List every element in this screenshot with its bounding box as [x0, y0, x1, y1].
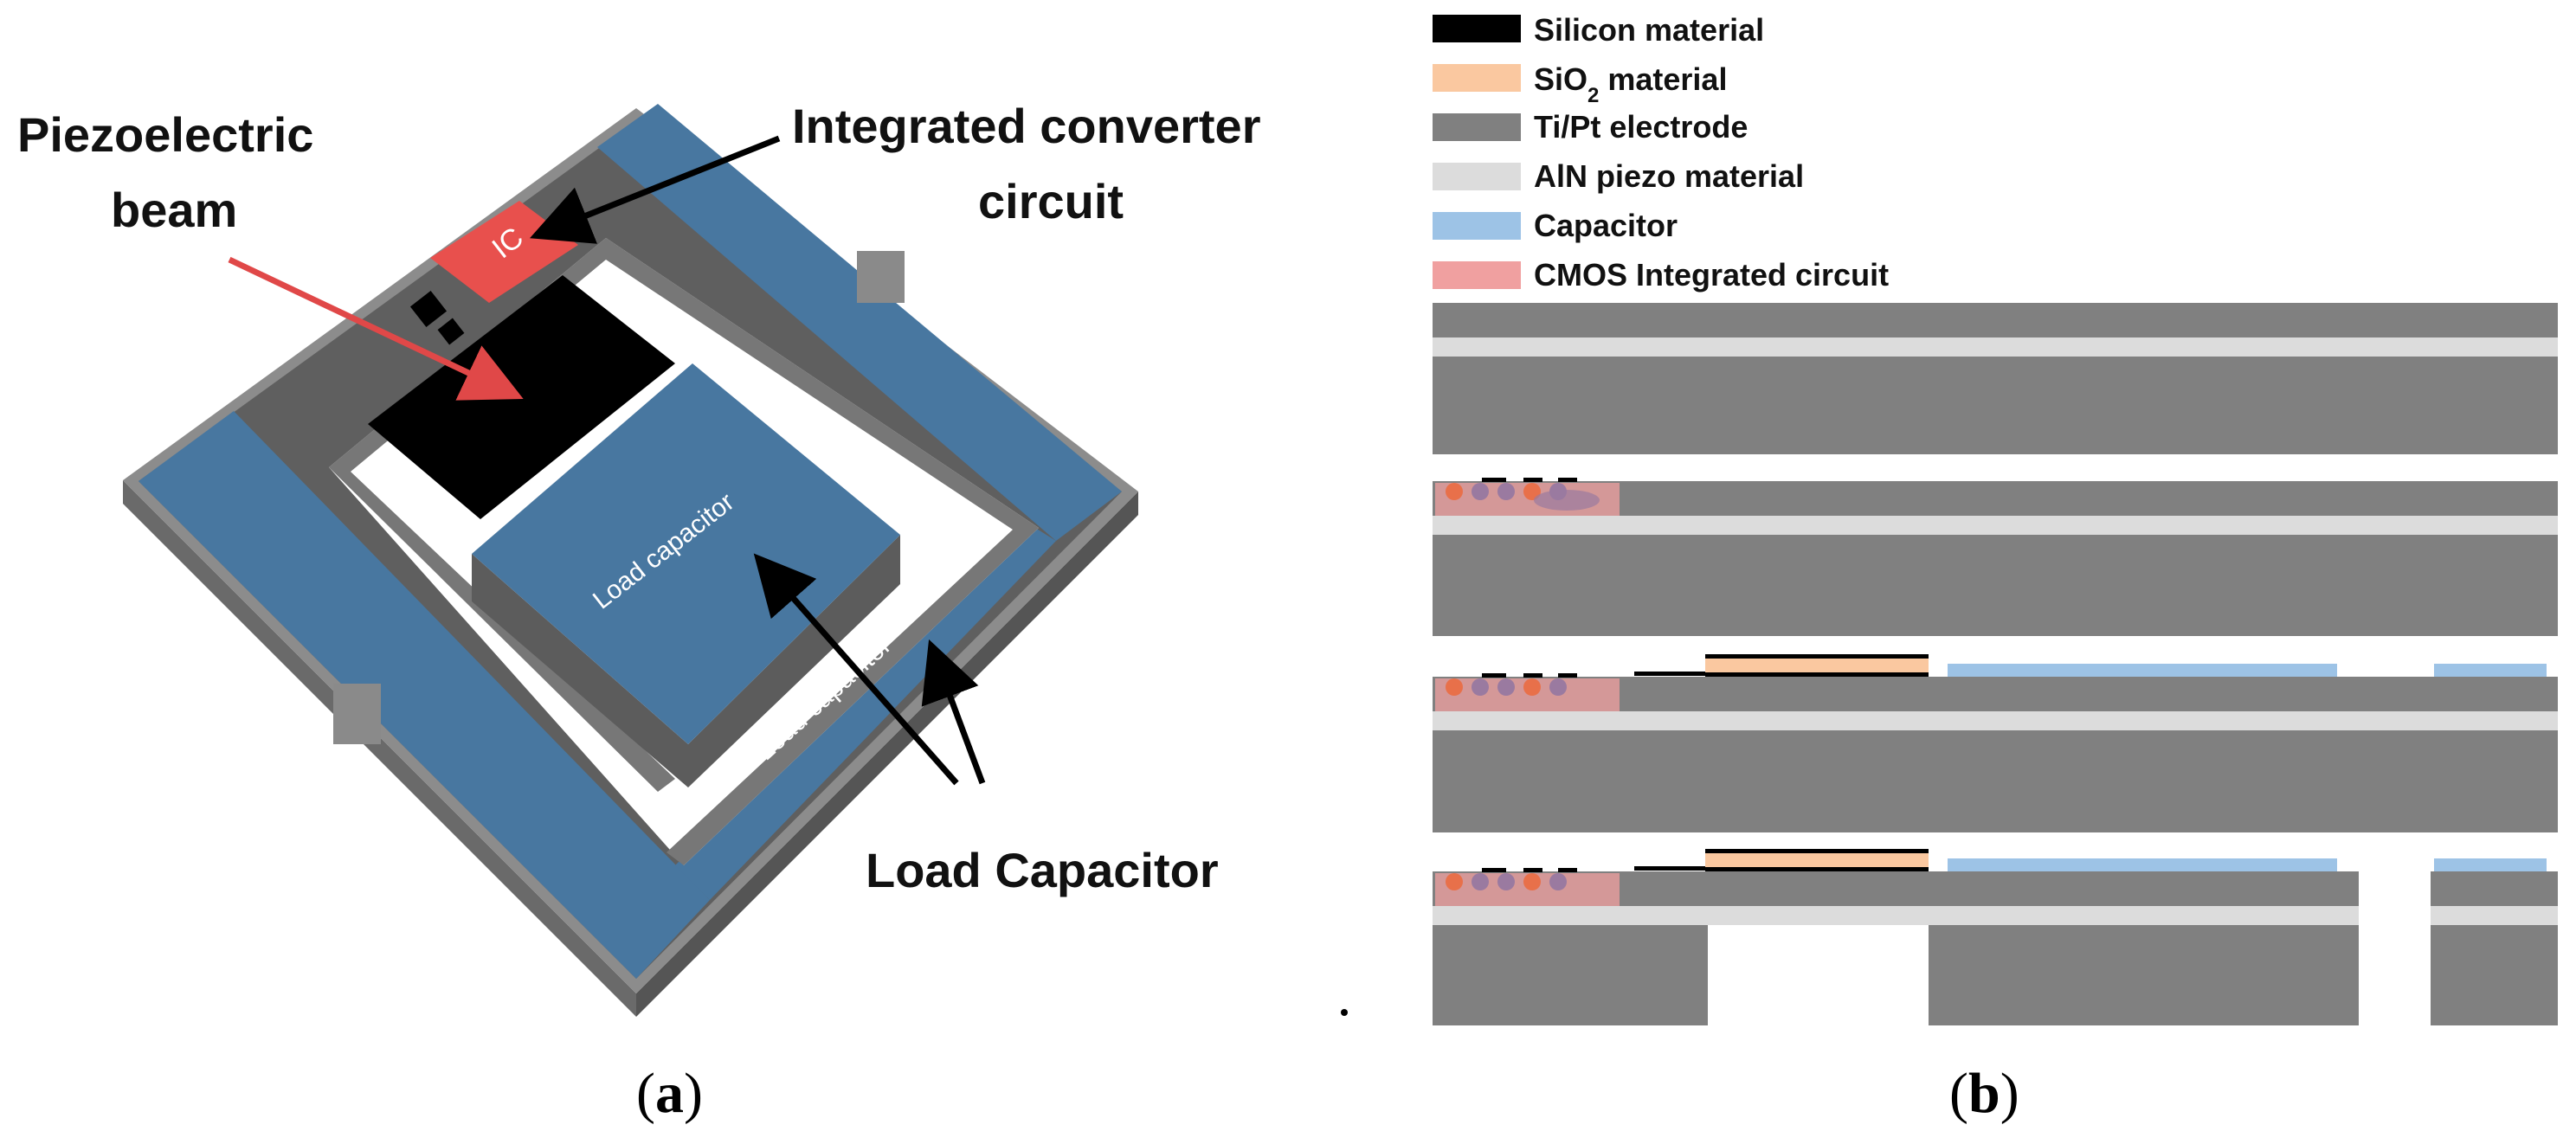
step2-contact-3	[1558, 478, 1577, 482]
step3-substrate	[1433, 730, 2558, 832]
anchor-tab-right	[857, 251, 905, 303]
legend-swatch-sio2	[1433, 64, 1521, 92]
step4-capacitor-right	[2434, 858, 2547, 871]
step4-capacitor-center	[1948, 858, 2337, 871]
load-arrow-1	[753, 553, 959, 786]
step3-silicon-bottom	[1705, 672, 1929, 677]
process-step-2	[1433, 478, 2558, 636]
step2-aln-layer	[1433, 516, 2558, 535]
step2-electrode-top	[1433, 481, 2558, 516]
step4-contact-3	[1558, 868, 1577, 872]
load-arrow-2	[921, 639, 986, 785]
step3-capacitor-center	[1948, 664, 2337, 677]
step4-transistor-5	[1549, 873, 1567, 890]
step4-contact-2	[1523, 868, 1542, 872]
center-capacitor-top	[472, 363, 900, 744]
step3-transistor-1	[1446, 678, 1463, 696]
step3-silicon-top	[1705, 654, 1929, 659]
step4-transistor-4	[1523, 873, 1541, 890]
step4-silicon-top	[1705, 849, 1929, 853]
frame-blue-bottom-right	[675, 519, 1056, 900]
step4-contact-1	[1482, 868, 1506, 872]
bond-pad-1	[409, 290, 448, 328]
step4-sio2-block	[1705, 851, 1929, 870]
frame-blue-left	[138, 411, 710, 979]
step2-transistor-2	[1472, 483, 1489, 500]
legend-label-silicon: Silicon material	[1534, 12, 1764, 48]
step4-silicon-trace	[1634, 866, 1705, 871]
step4-electrode-right	[2431, 871, 2558, 906]
step3-transistor-4	[1523, 678, 1541, 696]
legend-swatch-cmos	[1433, 261, 1521, 289]
panel-a-label: (a)	[636, 1062, 703, 1125]
step3-electrode-top	[1433, 677, 2558, 711]
step4-transistor-3	[1497, 873, 1515, 890]
bond-pad-2	[437, 318, 465, 345]
step3-contact-2	[1523, 673, 1542, 678]
panel-a-annotations: Piezoelectric beam Integrated converter …	[17, 99, 1261, 897]
step2-substrate	[1433, 535, 2558, 636]
legend-label-cmos: CMOS Integrated circuit	[1534, 257, 1889, 292]
step4-substrate-right	[2431, 925, 2558, 1025]
step1-electrode-top	[1433, 303, 2558, 337]
step3-transistor-3	[1497, 678, 1515, 696]
step1-substrate	[1433, 357, 2558, 454]
step2-contact-2	[1523, 478, 1542, 482]
piezo-annotation-line1: Piezoelectric	[17, 107, 313, 162]
step4-aln-right	[2431, 906, 2558, 925]
anchor-tab-left	[333, 684, 381, 744]
process-step-3	[1433, 654, 2558, 832]
step4-transistor-1	[1446, 873, 1463, 890]
legend-swatch-capacitor	[1433, 212, 1521, 240]
converter-arrow	[530, 135, 781, 244]
load-capacitor-annotation: Load Capacitor	[866, 843, 1219, 897]
legend-swatch-aln	[1433, 163, 1521, 190]
step1-aln-layer	[1433, 337, 2558, 357]
step3-sio2-block	[1705, 656, 1929, 675]
step3-contact-3	[1558, 673, 1577, 678]
step3-transistor-2	[1472, 678, 1489, 696]
legend-label-aln: AlN piezo material	[1534, 158, 1804, 194]
step2-transistor-4	[1523, 483, 1541, 500]
step4-substrate-middle	[1929, 925, 2359, 1025]
step2-transistor-1	[1446, 483, 1463, 500]
step4-silicon-bottom	[1705, 867, 1929, 871]
center-capacitor-side	[472, 535, 900, 787]
legend-swatch-silicon	[1433, 15, 1521, 42]
process-step-1	[1433, 303, 2558, 454]
legend-label-sio2: SiO2 material	[1534, 61, 1727, 107]
legend-swatch-electrode	[1433, 113, 1521, 141]
step2-contact-1	[1482, 478, 1506, 482]
legend-label-electrode: Ti/Pt electrode	[1534, 109, 1748, 145]
step3-transistor-5	[1549, 678, 1567, 696]
step3-silicon-trace	[1634, 672, 1705, 676]
step4-substrate-left	[1433, 925, 1708, 1025]
step3-contact-1	[1482, 673, 1506, 678]
step3-capacitor-right	[2434, 664, 2547, 677]
step2-transistor-3	[1497, 483, 1515, 500]
step4-transistor-2	[1472, 873, 1489, 890]
legend-label-capacitor: Capacitor	[1534, 208, 1678, 243]
panel-b-label: (b)	[1949, 1062, 2019, 1125]
converter-annotation-line1: Integrated converter	[792, 99, 1261, 153]
converter-annotation-line2: circuit	[978, 174, 1124, 228]
step2-well	[1534, 490, 1600, 511]
piezo-arrow	[228, 256, 524, 401]
step4-aln-left	[1433, 906, 2359, 925]
piezo-annotation-line2: beam	[111, 183, 237, 237]
process-step-4	[1433, 849, 2558, 1025]
legend: Silicon material SiO2 material Ti/Pt ele…	[1433, 12, 1889, 292]
separator-dot	[1341, 1009, 1348, 1016]
step3-aln-layer	[1433, 711, 2558, 730]
frame-side-right	[636, 492, 1138, 1017]
frame-side	[123, 480, 636, 1017]
frame-blue-right	[597, 104, 1122, 541]
